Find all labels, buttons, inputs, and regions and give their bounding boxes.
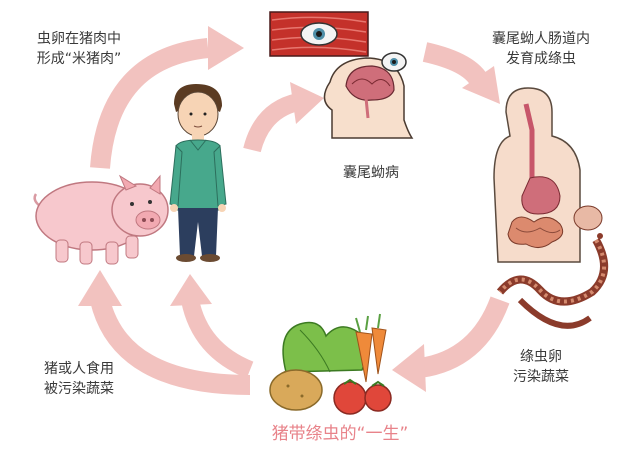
arrow-boy-to-head — [243, 93, 301, 153]
tapeworm-icon — [496, 205, 608, 329]
label-cysticercosis: 囊尾蚴病 — [316, 163, 426, 183]
arrow-veg-to-boy — [181, 297, 254, 379]
arrow-pig-to-muscle — [90, 38, 210, 169]
boy-icon — [169, 84, 227, 262]
diagram-caption: 猪带绦虫的“一生” — [271, 424, 409, 444]
cycle-arrows — [78, 26, 510, 395]
label-eggs-contaminate-veg-line-1: 绦虫卵 — [520, 349, 562, 365]
label-egg-in-pork-line-2: 形成“米猪肉” — [36, 51, 122, 67]
vegetables-icon — [269, 313, 392, 415]
arrow-worm-to-veg-head — [392, 344, 426, 392]
human-digestive-tract-icon — [493, 87, 581, 263]
arrow-veg-to-pig — [90, 297, 251, 395]
label-cysticercus-in-gut-line-2: 发育成绦虫 — [506, 51, 576, 67]
label-cysticercus-in-gut-line-1: 囊尾蚴人肠道内 — [492, 31, 590, 47]
label-eat-contaminated-veg: 猪或人食用 被污染蔬菜 — [24, 359, 134, 399]
label-cysticercosis-text: 囊尾蚴病 — [343, 165, 399, 181]
label-egg-in-pork-line-1: 虫卵在猪肉中 — [37, 31, 121, 47]
muscle-with-eye-icon — [269, 11, 369, 57]
label-cysticercus-in-gut: 囊尾蚴人肠道内 发育成绦虫 — [476, 29, 606, 69]
head-with-brain-icon — [323, 52, 414, 139]
arrow-pig-to-muscle-head — [208, 26, 244, 70]
arrow-muscle-to-gut-head — [462, 66, 500, 104]
label-eat-contaminated-veg-line-1: 猪或人食用 — [44, 361, 114, 377]
pig-icon — [33, 174, 169, 265]
label-eat-contaminated-veg-line-2: 被污染蔬菜 — [44, 381, 114, 397]
arrow-muscle-to-gut — [422, 42, 489, 88]
arrow-veg-to-boy-head — [170, 274, 212, 306]
arrow-boy-to-head-head — [290, 82, 324, 124]
label-eggs-contaminate-veg-line-2: 污染蔬菜 — [513, 369, 569, 385]
label-egg-in-pork: 虫卵在猪肉中 形成“米猪肉” — [14, 29, 144, 69]
arrow-worm-to-veg — [418, 296, 510, 378]
arrow-veg-to-pig-head — [78, 270, 122, 306]
label-eggs-contaminate-veg: 绦虫卵 污染蔬菜 — [486, 347, 596, 387]
